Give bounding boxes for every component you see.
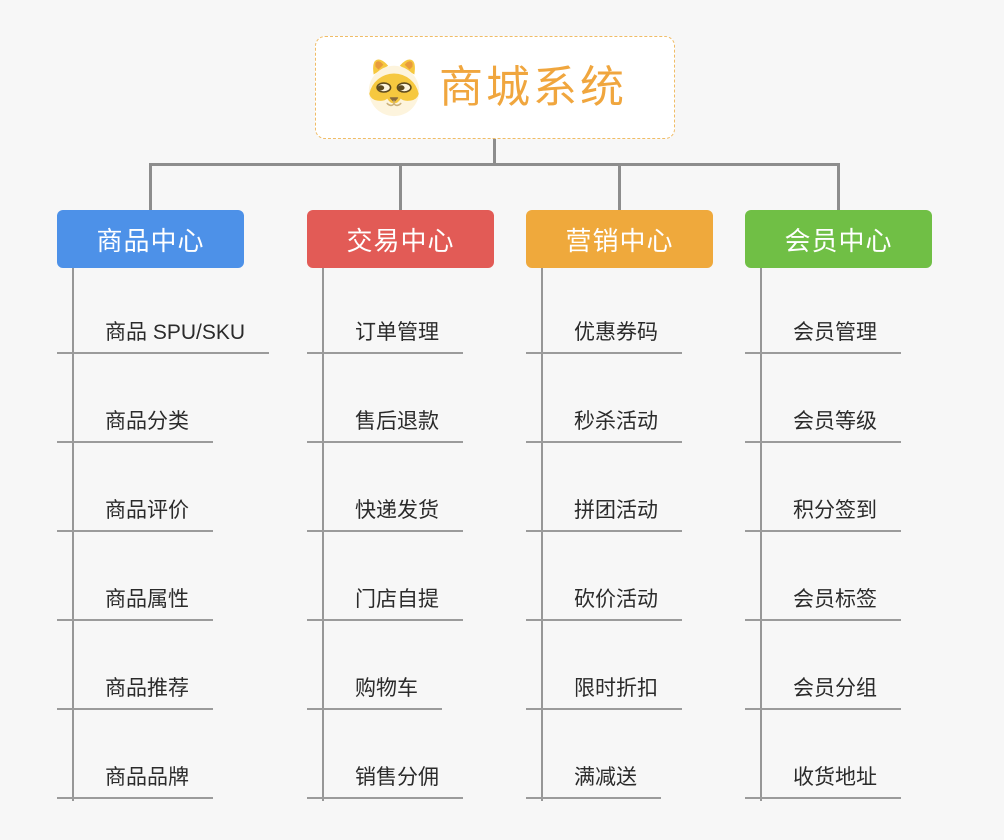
mindmap-item[interactable]: 积分签到 [745,498,901,532]
branch-node[interactable]: 会员中心 [745,210,932,268]
mindmap-item[interactable]: 商品品牌 [57,765,213,799]
root-stem-line [493,139,496,165]
branch-node-label: 交易中心 [346,225,455,256]
dog-face-icon [368,59,420,116]
mindmap-item[interactable]: 会员管理 [745,320,901,354]
mindmap-item[interactable]: 会员等级 [745,409,901,443]
mindmap-item[interactable]: 商品分类 [57,409,213,443]
mindmap-item[interactable]: 会员标签 [745,587,901,621]
branch-node-label: 营销中心 [565,225,674,256]
branch-trunk-line [760,268,762,801]
branch-node-label: 商品中心 [96,225,205,256]
branch-drop-line [618,165,621,210]
mindmap-item[interactable]: 商品 SPU/SKU [57,320,270,354]
branch-horizontal-line [149,163,840,166]
branch-drop-line [837,165,840,210]
branch-node[interactable]: 营销中心 [526,210,713,268]
mindmap-item[interactable]: 售后退款 [307,409,463,443]
branch-node[interactable]: 交易中心 [307,210,494,268]
mindmap-item[interactable]: 秒杀活动 [526,409,682,443]
branch-node-label: 会员中心 [784,225,893,256]
mindmap-item[interactable]: 购物车 [307,676,442,710]
branch-drop-line [399,165,402,210]
mindmap-item[interactable]: 拼团活动 [526,498,682,532]
mindmap-item[interactable]: 优惠券码 [526,320,682,354]
mindmap-item[interactable]: 收货地址 [745,765,901,799]
branch-trunk-line [541,268,543,801]
branch-drop-line [149,165,152,210]
mindmap-item[interactable]: 门店自提 [307,587,463,621]
mindmap-item[interactable]: 商品评价 [57,498,213,532]
mindmap-item[interactable]: 商品属性 [57,587,213,621]
mindmap-item[interactable]: 订单管理 [307,320,463,354]
mindmap-item[interactable]: 快递发货 [307,498,463,532]
branch-trunk-line [322,268,324,801]
root-node-label: 商城系统 [439,62,627,112]
mindmap-item[interactable]: 砍价活动 [526,587,682,621]
mindmap-item[interactable]: 会员分组 [745,676,901,710]
mindmap-item[interactable]: 商品推荐 [57,676,213,710]
mindmap-item[interactable]: 销售分佣 [307,765,463,799]
mindmap-item[interactable]: 满减送 [526,765,661,799]
mindmap-item[interactable]: 限时折扣 [526,676,682,710]
root-node[interactable]: 商城系统 [315,36,675,139]
branch-trunk-line [72,268,74,801]
branch-node[interactable]: 商品中心 [57,210,244,268]
